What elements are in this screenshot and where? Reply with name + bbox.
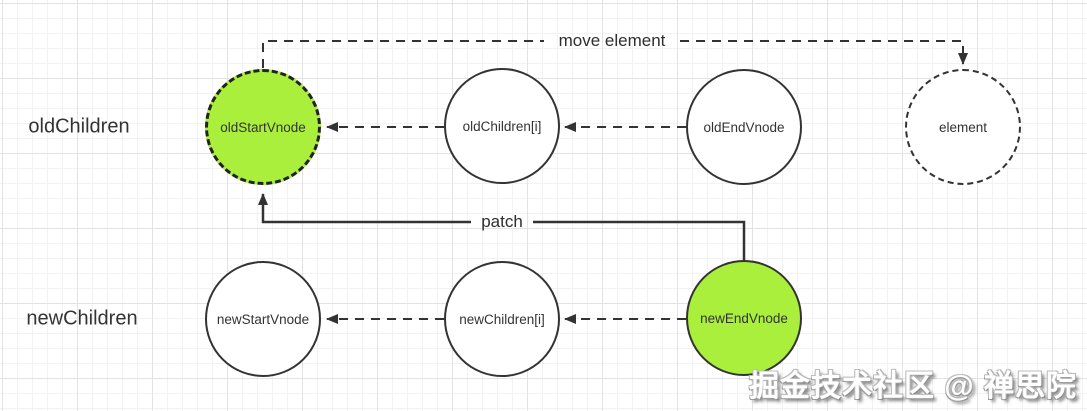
node-old-end-vnode: oldEndVnode [686, 69, 802, 185]
watermark: 掘金技术社区 @ 禅思院 [749, 370, 1077, 403]
node-new-children-i-label: newChildren[i] [459, 311, 545, 327]
node-element: element [905, 69, 1021, 185]
node-element-label: element [938, 119, 988, 135]
patch-label: patch [481, 212, 523, 231]
node-new-end-vnode-label: newEndVnode [700, 310, 788, 326]
node-new-children-i: newChildren[i] [444, 261, 560, 377]
old-children-row-label: oldChildren [28, 115, 130, 138]
node-old-children-i-label: oldChildren[i] [462, 118, 542, 134]
node-old-start-vnode: oldStartVnode [205, 69, 321, 185]
node-new-start-vnode-label: newStartVnode [216, 311, 310, 327]
new-children-row-label: newChildren [26, 307, 138, 330]
node-old-start-vnode-label: oldStartVnode [220, 119, 306, 135]
move-element-label: move element [558, 31, 666, 50]
node-new-end-vnode: newEndVnode [686, 260, 802, 376]
node-old-end-vnode-label: oldEndVnode [703, 119, 785, 135]
node-new-start-vnode: newStartVnode [205, 261, 321, 377]
node-old-children-i: oldChildren[i] [444, 68, 560, 184]
